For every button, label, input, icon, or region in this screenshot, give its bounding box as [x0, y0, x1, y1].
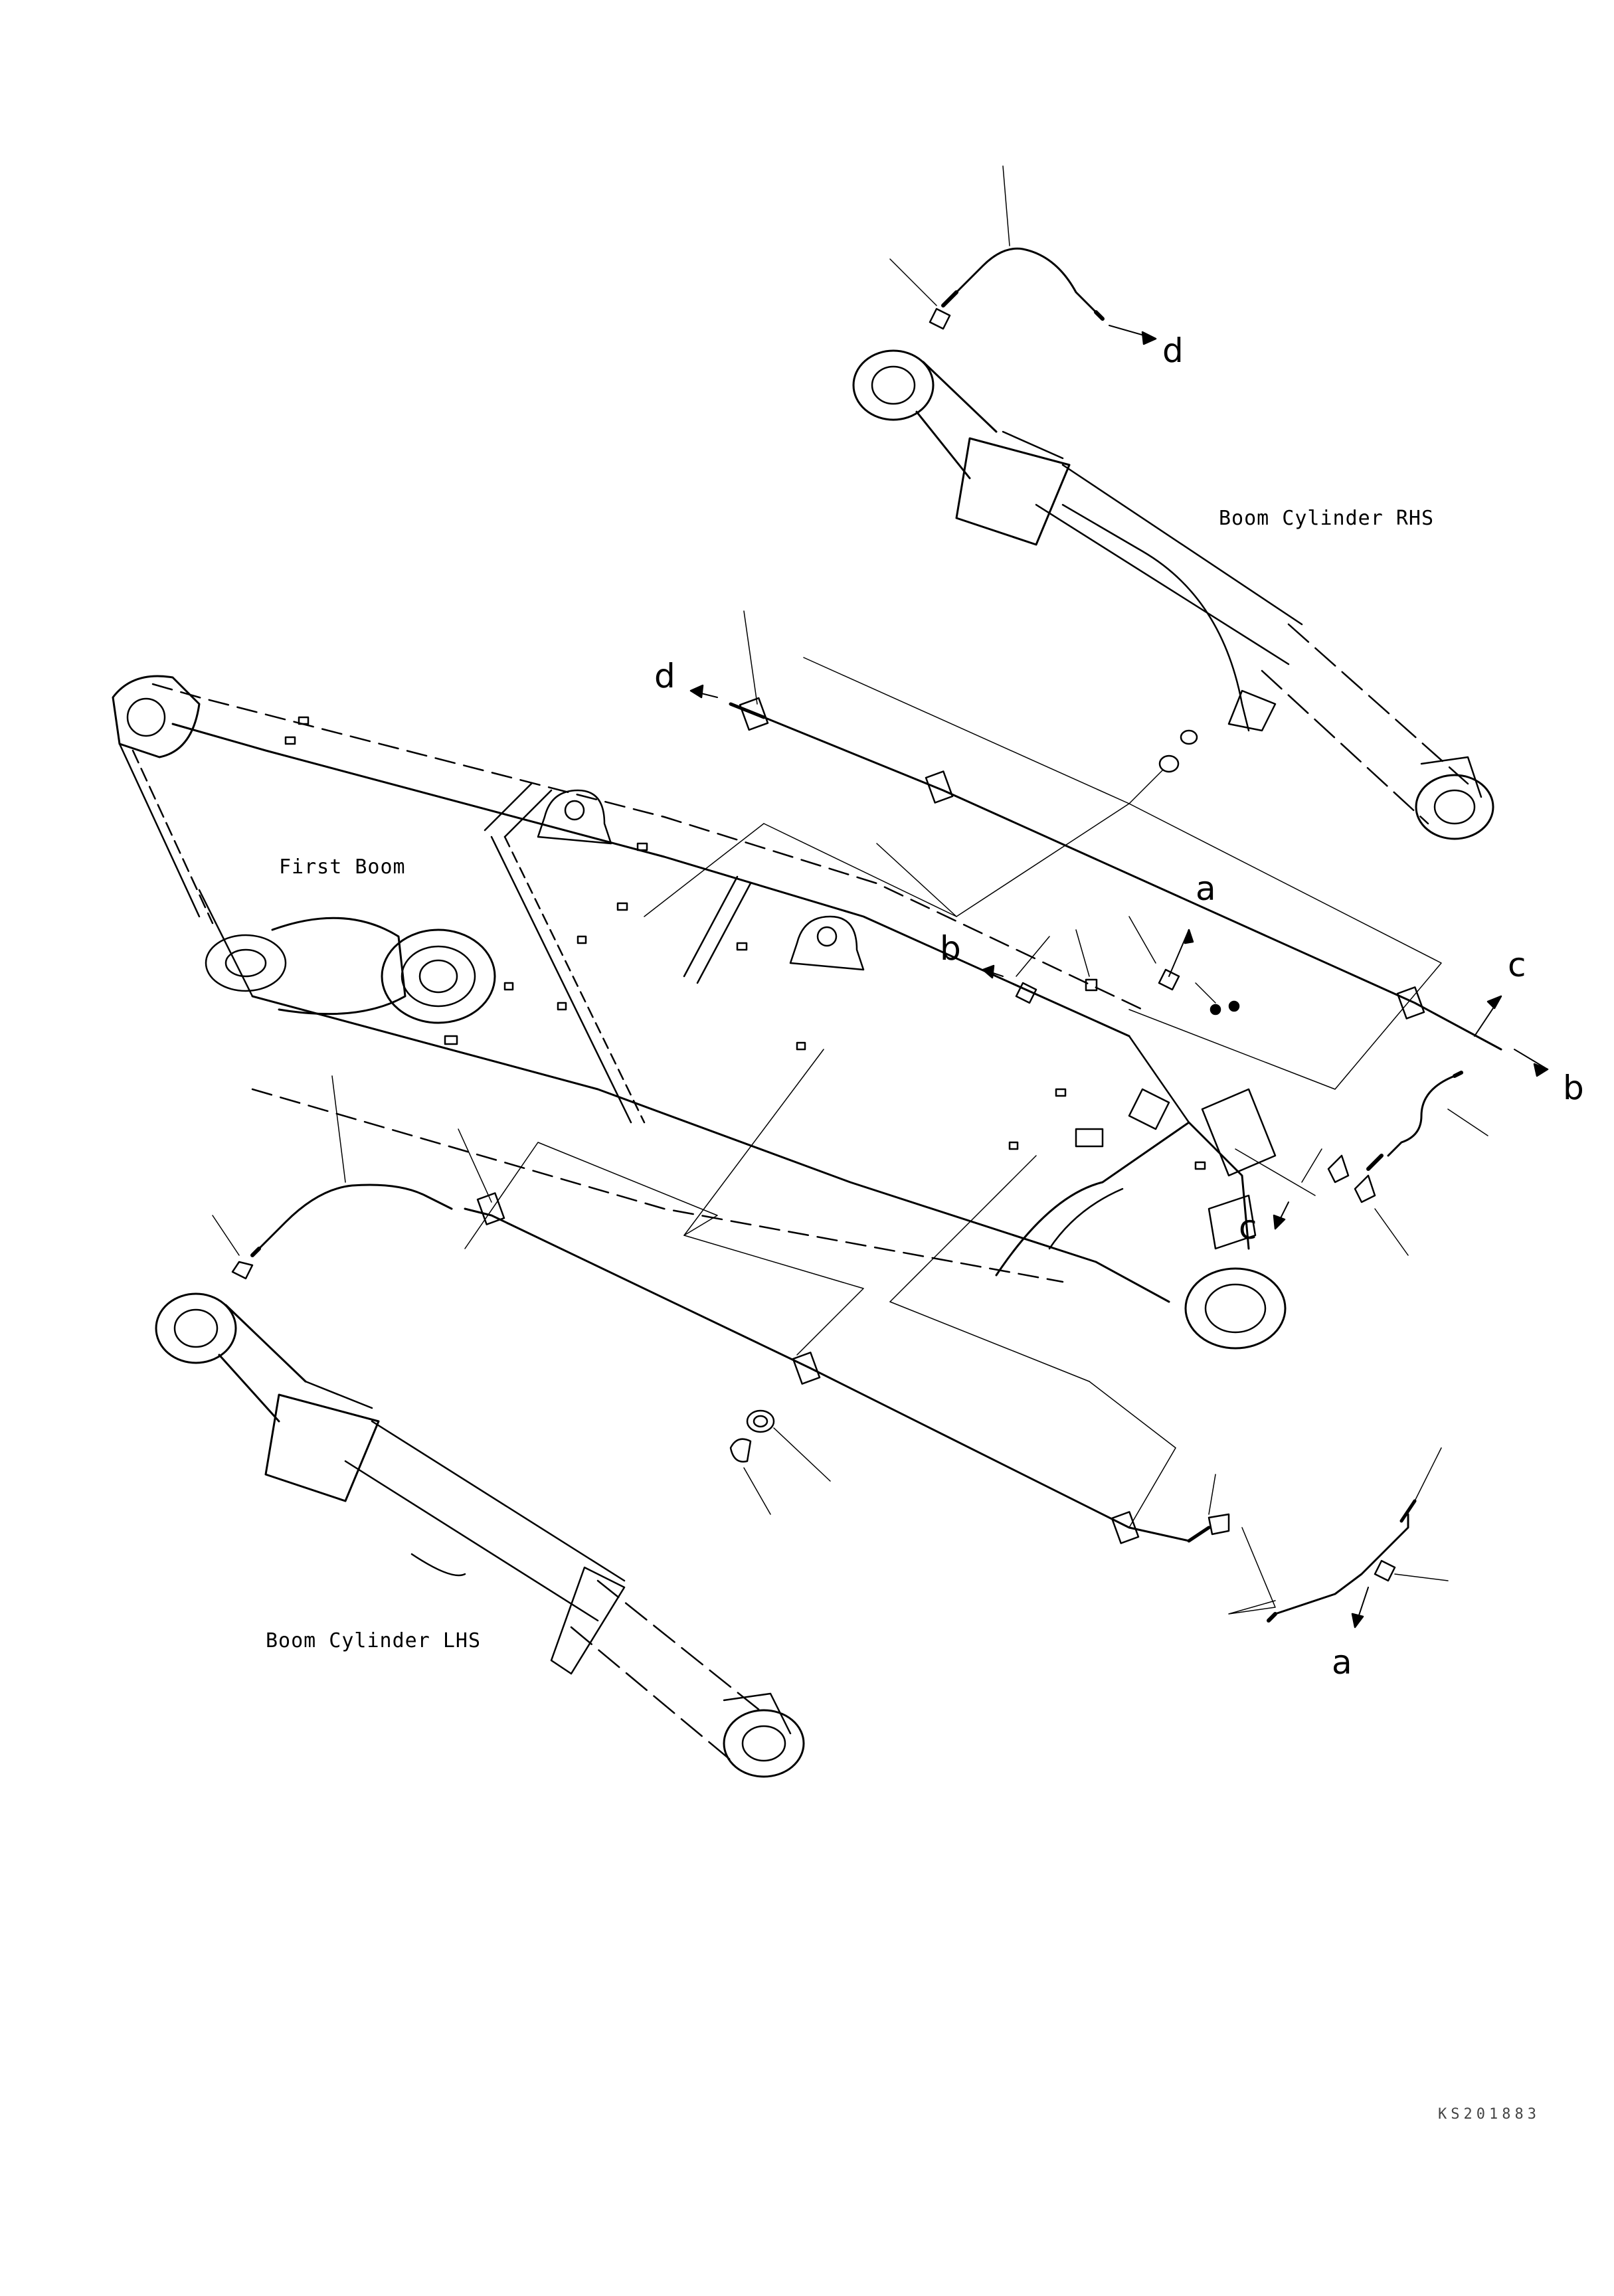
ref-b-left: b [940, 929, 961, 968]
boom-cylinder-lhs [155, 1292, 805, 1778]
drawing-code: KS201883 [1438, 2106, 1540, 2123]
ref-d-upper: d [1162, 331, 1184, 370]
ref-d-left: d [654, 657, 675, 695]
lhs-hose [212, 1075, 453, 1280]
label-first-boom: First Boom [279, 855, 406, 879]
label-boom-cylinder-lhs: Boom Cylinder LHS [266, 1629, 481, 1652]
upper-tube-line [644, 610, 1549, 1090]
first-boom [112, 675, 1287, 1350]
ref-a-upper: a [1196, 869, 1216, 908]
label-boom-cylinder-rhs: Boom Cylinder RHS [1219, 507, 1434, 530]
right-fittings [982, 916, 1502, 1256]
ref-b-right: b [1563, 1069, 1584, 1107]
ref-c-upper: c [1508, 946, 1526, 984]
rhs-hose [889, 165, 1157, 345]
ref-c-lower: c [1239, 1208, 1257, 1247]
lower-tube-line [458, 1049, 1230, 1544]
boom-cylinder-rhs [852, 349, 1494, 840]
detail-hose-a [1228, 1447, 1449, 1629]
ref-a-lower: a [1332, 1643, 1352, 1682]
